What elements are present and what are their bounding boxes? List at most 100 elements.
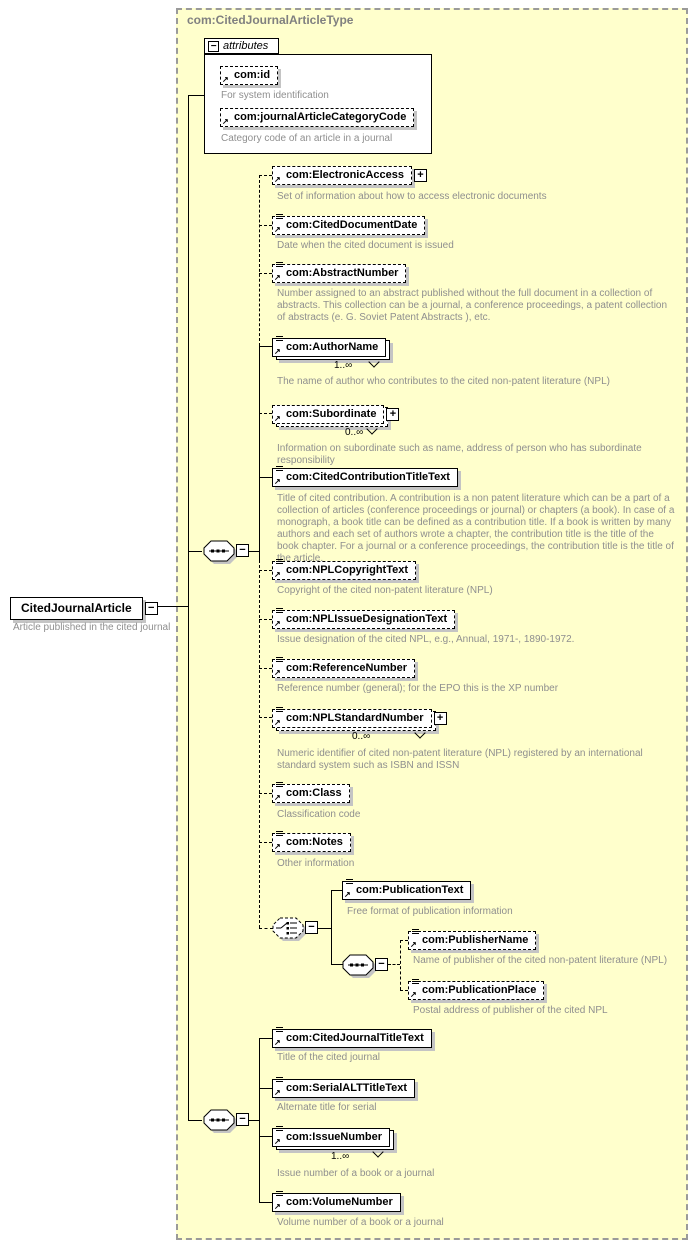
element-publication-place[interactable]: ↗ com:PublicationPlace: [408, 979, 545, 1000]
element-name: com:journalArticleCategoryCode: [234, 111, 407, 123]
reference-arrow-icon: ↗: [274, 570, 281, 579]
element-box[interactable]: ↗ com:Subordinate +: [272, 405, 400, 424]
connector: [259, 570, 272, 571]
element-name: com:AuthorName: [286, 341, 379, 353]
element-name: com:VolumeNumber: [286, 1196, 393, 1208]
element-annotation: Classification code: [277, 809, 361, 820]
sequence-icon[interactable]: [199, 1107, 239, 1137]
sequence-icon[interactable]: [338, 952, 378, 982]
reference-arrow-icon: ↗: [344, 890, 351, 899]
element-name: com:PublicationText: [356, 884, 464, 896]
element-abstract-number[interactable]: ↗ com:AbstractNumber: [272, 262, 407, 283]
element-box[interactable]: ↗ com:NPLStandardNumber +: [272, 707, 447, 728]
occurrence-label: 1..∞: [331, 1151, 350, 1162]
reference-arrow-icon: ↗: [274, 619, 281, 628]
text-content-icon: [276, 214, 283, 215]
connector: [150, 606, 188, 607]
reference-arrow-icon: ↗: [274, 1038, 281, 1047]
connector: [188, 1120, 202, 1121]
collapse-icon[interactable]: −: [375, 958, 388, 971]
element-volume-number[interactable]: ↗ com:VolumeNumber: [272, 1191, 401, 1212]
element-class[interactable]: ↗ com:Class: [272, 782, 350, 803]
element-box[interactable]: ↗ com:AuthorName: [272, 336, 387, 357]
connector: [331, 890, 332, 964]
collapse-icon[interactable]: −: [236, 1113, 249, 1126]
reference-arrow-icon: ↗: [274, 718, 281, 727]
expand-icon[interactable]: +: [386, 407, 400, 421]
element-publication-text[interactable]: ↗ com:PublicationText: [342, 879, 472, 900]
element-subordinate[interactable]: ↗ com:Subordinate +: [272, 404, 400, 435]
element-annotation: Postal address of publisher of the cited…: [413, 1005, 608, 1016]
element-name: com:Subordinate: [286, 408, 377, 420]
element-annotation: Date when the cited document is issued: [277, 240, 454, 251]
text-content-icon: [412, 929, 419, 930]
element-annotation: Title of the cited journal: [277, 1052, 381, 1063]
element-serial-alt-title-text[interactable]: ↗ com:SerialALTTitleText: [272, 1077, 416, 1098]
text-content-icon: [276, 782, 283, 783]
element-cited-journal-title-text[interactable]: ↗ com:CitedJournalTitleText: [272, 1027, 432, 1048]
element-name: com:CitedContributionTitleText: [286, 471, 450, 483]
text-content-icon: [276, 466, 283, 467]
connector: [259, 346, 272, 347]
element-annotation: Name of publisher of the cited non-paten…: [413, 955, 668, 966]
element-electronic-access[interactable]: ↗ com:ElectronicAccess +: [272, 166, 427, 185]
element-reference-number[interactable]: ↗ com:ReferenceNumber: [272, 657, 416, 678]
connector: [259, 560, 260, 928]
element-npl-issue-designation-text[interactable]: ↗ com:NPLIssueDesignationText: [272, 608, 456, 629]
expand-icon[interactable]: +: [433, 711, 447, 725]
reference-arrow-icon: ↗: [410, 990, 417, 999]
element-annotation: Copyright of the cited non-patent litera…: [277, 585, 493, 596]
element-issue-number[interactable]: ↗ com:IssueNumber: [272, 1126, 394, 1158]
element-cited-contribution-title-text[interactable]: ↗ com:CitedContributionTitleText: [272, 466, 458, 487]
element-journal-article-category-code[interactable]: ↗ com:journalArticleCategoryCode: [220, 108, 415, 127]
text-content-icon: [276, 707, 283, 708]
connector: [259, 273, 272, 274]
reference-arrow-icon: ↗: [222, 75, 229, 84]
connector: [259, 413, 272, 414]
expand-icon[interactable]: +: [414, 168, 427, 182]
element-annotation: Issue number of a book or a journal: [277, 1168, 435, 1179]
text-content-icon: [276, 559, 283, 560]
connector: [259, 1088, 272, 1089]
text-content-icon: [346, 879, 353, 880]
element-notes[interactable]: ↗ com:Notes: [272, 831, 351, 852]
element-cited-journal-article[interactable]: CitedJournalArticle −: [10, 597, 158, 620]
element-id[interactable]: ↗ com:id: [220, 66, 279, 85]
text-content-icon: [276, 608, 283, 609]
occurrence-label: 1..∞: [334, 360, 353, 371]
element-publisher-name[interactable]: ↗ com:PublisherName: [408, 929, 537, 950]
text-content-icon: [276, 336, 283, 337]
connector: [188, 551, 202, 552]
reference-arrow-icon: ↗: [274, 225, 281, 234]
reference-arrow-icon: ↗: [274, 668, 281, 677]
element-annotation: Article published in the cited journal: [13, 622, 171, 633]
connector: [259, 175, 260, 346]
element-annotation: Alternate title for serial: [277, 1102, 377, 1113]
element-name: com:ElectronicAccess: [286, 169, 404, 181]
element-name: com:PublicationPlace: [422, 984, 537, 996]
reference-arrow-icon: ↗: [274, 1202, 281, 1211]
element-box[interactable]: ↗ com:IssueNumber: [272, 1126, 390, 1147]
attributes-tab[interactable]: − attributes: [204, 38, 280, 54]
element-author-name[interactable]: ↗ com:AuthorName: [272, 336, 391, 368]
element-name: com:Class: [286, 787, 342, 799]
connector: [259, 668, 272, 669]
choice-icon[interactable]: [268, 915, 308, 945]
element-name: com:AbstractNumber: [286, 267, 399, 279]
collapse-icon[interactable]: −: [236, 544, 249, 557]
sequence-icon[interactable]: [199, 538, 239, 568]
element-name: com:NPLCopyrightText: [286, 564, 409, 576]
connector: [259, 477, 272, 478]
collapse-icon[interactable]: −: [144, 601, 158, 615]
element-cited-document-date[interactable]: ↗ com:CitedDocumentDate: [272, 214, 426, 235]
element-npl-standard-number[interactable]: ↗ com:NPLStandardNumber +: [272, 707, 447, 739]
element-name: com:SerialALTTitleText: [286, 1082, 408, 1094]
element-annotation: Category code of an article in a journal: [221, 133, 393, 144]
element-box[interactable]: CitedJournalArticle −: [10, 597, 158, 620]
collapse-icon[interactable]: −: [208, 41, 219, 52]
connector: [259, 1136, 272, 1137]
collapse-icon[interactable]: −: [305, 921, 318, 934]
occurrence-label: 0..∞: [345, 427, 364, 438]
element-npl-copyright-text[interactable]: ↗ com:NPLCopyrightText: [272, 559, 417, 580]
reference-arrow-icon: ↗: [274, 347, 281, 356]
